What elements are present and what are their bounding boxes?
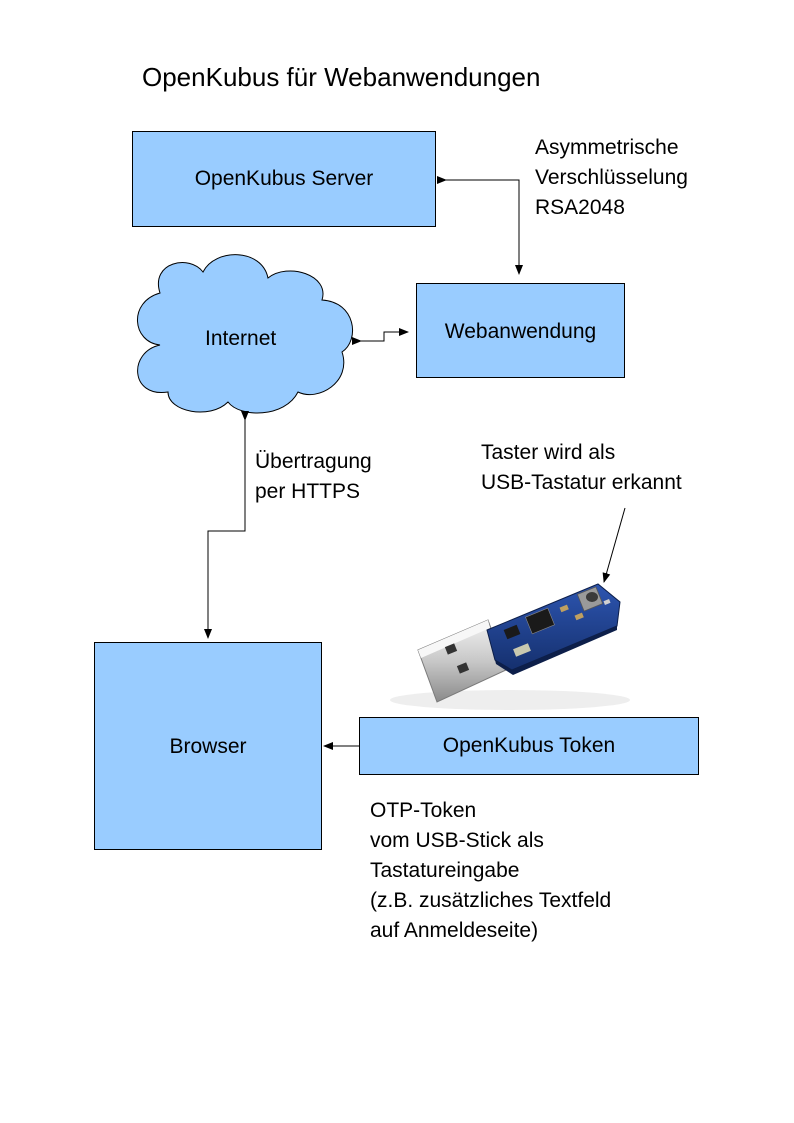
- openkubus-token-label: OpenKubus Token: [442, 734, 616, 757]
- https-note-line: Übertragung: [255, 450, 372, 473]
- browser-box: Browser: [94, 642, 322, 850]
- otp-note-line: auf Anmeldeseite): [370, 919, 539, 942]
- encryption-note: Asymmetrische Verschlüsselung RSA2048: [535, 133, 688, 223]
- openkubus-token-box: OpenKubus Token: [359, 717, 699, 775]
- internet-webapp-connector: [352, 328, 409, 345]
- https-note: Übertragung per HTTPS: [255, 447, 372, 507]
- encryption-note-line: Verschlüsselung: [535, 166, 688, 189]
- browser-label: Browser: [169, 735, 247, 758]
- openkubus-server-label: OpenKubus Server: [194, 167, 374, 190]
- button-note: Taster wird als USB-Tastatur erkannt: [481, 438, 682, 498]
- taster-pointer-line: [602, 507, 626, 583]
- openkubus-server-box: OpenKubus Server: [132, 131, 436, 227]
- usb-stick-photo: [390, 583, 630, 710]
- otp-note-line: (z.B. zusätzliches Textfeld: [370, 889, 612, 912]
- server-webapp-connector: [437, 176, 523, 275]
- encryption-note-line: Asymmetrische: [535, 136, 679, 159]
- internet-browser-connector: [204, 411, 249, 639]
- otp-note-line: vom USB-Stick als: [370, 829, 544, 852]
- https-note-line: per HTTPS: [255, 480, 361, 503]
- button-note-line: USB-Tastatur erkannt: [481, 471, 682, 494]
- webanwendung-label: Webanwendung: [444, 320, 597, 343]
- otp-note: OTP-Token vom USB-Stick als Tastatureing…: [370, 796, 611, 946]
- internet-cloud-shape: [137, 254, 354, 414]
- otp-note-line: Tastatureingabe: [370, 859, 520, 882]
- encryption-note-line: RSA2048: [535, 196, 625, 219]
- button-note-line: Taster wird als: [481, 441, 616, 464]
- internet-label: Internet: [205, 327, 277, 350]
- otp-note-line: OTP-Token: [370, 799, 477, 822]
- webanwendung-box: Webanwendung: [416, 283, 625, 378]
- diagram-title: OpenKubus für Webanwendungen: [142, 62, 541, 92]
